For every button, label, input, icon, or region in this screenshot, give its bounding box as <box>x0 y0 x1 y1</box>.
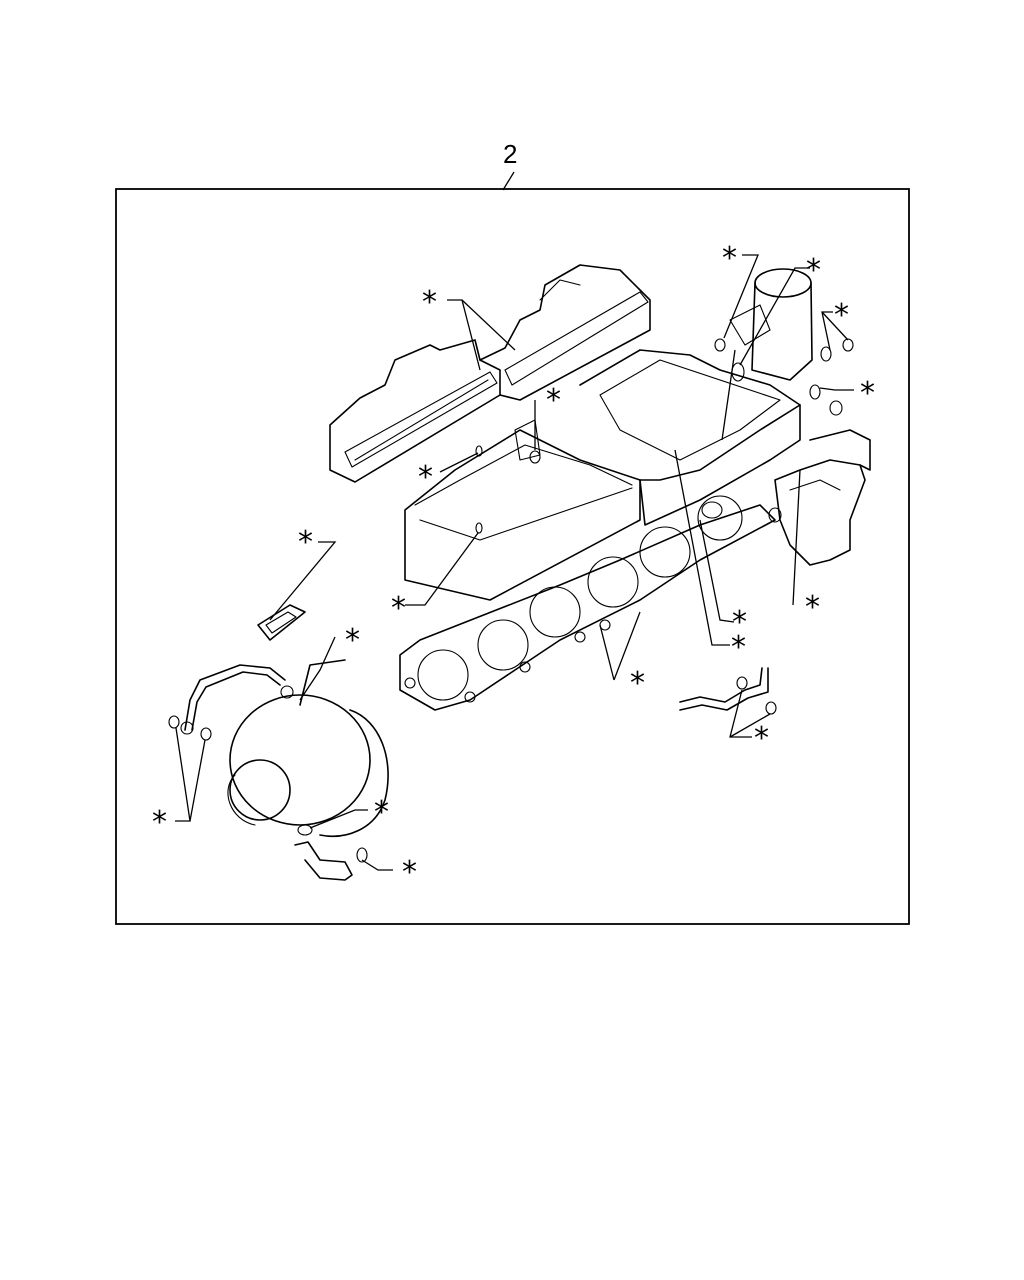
callout-turbo-washers: * <box>152 805 167 840</box>
cover-gasket <box>257 604 306 641</box>
right-oil-pipe <box>679 667 777 715</box>
small-seals <box>475 338 854 534</box>
callout-manifold-washers: * <box>860 376 875 411</box>
rocker-cover-front <box>329 339 501 483</box>
callout-rocker-cover-gaskets: * <box>422 285 437 320</box>
callout-right-pipe-washers: * <box>754 721 769 756</box>
callout-manifold-gasket-a: * <box>732 605 747 640</box>
thermostat-housing <box>729 268 813 381</box>
exhaust-manifold <box>774 429 871 566</box>
callout-markers: * * * * * * * * * * * * * * * * * * <box>152 241 875 890</box>
leader-lines <box>175 254 854 871</box>
callout-cover-gasket: * <box>298 525 313 560</box>
callout-outlet-washers: * <box>834 298 849 333</box>
callout-exhaust-gasket: * <box>805 590 820 625</box>
reference-number-label: 2 <box>503 139 517 169</box>
callout-head-gasket: * <box>630 666 645 701</box>
rocker-cover-rear <box>479 264 651 401</box>
kit-frame <box>115 188 910 925</box>
callout-manifold-gasket-b: * <box>731 630 746 665</box>
callout-turbo-oring: * <box>374 795 389 830</box>
callout-thermostat-gasket: * <box>806 253 821 288</box>
callout-thermostat-seal: * <box>722 241 737 276</box>
reference-leader <box>502 171 515 191</box>
callout-return-pipe-oring: * <box>402 855 417 890</box>
cylinder-head-cover <box>404 429 641 601</box>
cylinder-head-cover-rear <box>579 349 801 526</box>
callout-feed-pipe-seal: * <box>345 623 360 658</box>
oil-return-pipe <box>294 824 368 881</box>
callout-plug-seal: * <box>418 460 433 495</box>
turbocharger <box>227 694 389 837</box>
callout-head-cover-gasket: * <box>391 591 406 626</box>
head-gasket <box>399 495 776 711</box>
oil-feed-pipe <box>168 659 346 741</box>
callout-bracket-washer: * <box>546 383 561 418</box>
